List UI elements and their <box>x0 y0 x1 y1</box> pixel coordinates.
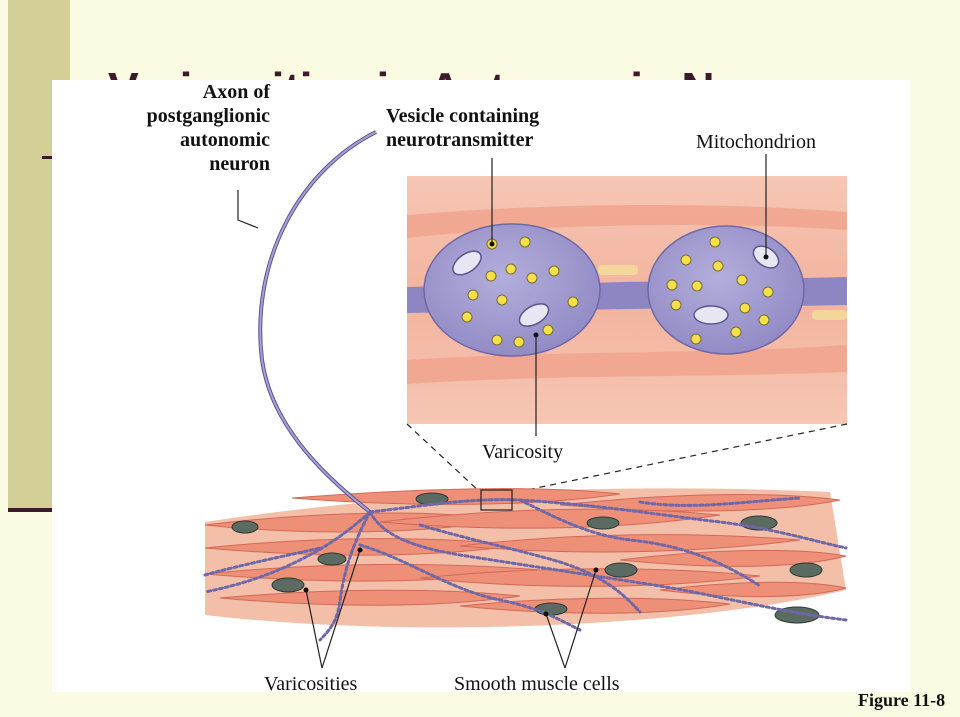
axon-label-line: Axon of <box>202 81 270 103</box>
vesicle-label-line: Vesicle containing <box>386 105 540 127</box>
axon-label-line: neuron <box>209 153 270 175</box>
vesicle-label: Vesicle containing neurotransmitter <box>386 104 539 152</box>
vesicle-label-line: neurotransmitter <box>386 129 534 151</box>
postganglionic-axon <box>258 130 377 514</box>
varicosities-label: Varicosities <box>264 673 358 695</box>
title-rule <box>42 156 56 159</box>
leader-lines <box>237 154 767 669</box>
schwann-fragment <box>598 265 638 275</box>
inset-panel <box>407 176 847 424</box>
figure-reference: Figure 11-8 <box>858 690 946 710</box>
axon-label-line: postganglionic <box>146 105 270 127</box>
zoom-lines <box>406 423 848 494</box>
varicosity-chains <box>203 496 848 642</box>
mitochondrion-label: Mitochondrion <box>696 131 816 153</box>
schwann-fragment <box>812 310 847 320</box>
bottom-rule <box>8 508 58 512</box>
vesicle-dots <box>461 236 774 348</box>
varicosity-swelling-1 <box>423 223 601 357</box>
axon-label: Axon of postganglionic autonomic neuron <box>128 80 270 176</box>
smooth-muscle-label: Smooth muscle cells <box>454 673 620 695</box>
mitochondrion-shape <box>452 245 780 327</box>
axon-label-line: autonomic <box>180 129 270 151</box>
varicosity-box <box>480 489 513 511</box>
varicosity-label: Varicosity <box>482 441 564 463</box>
